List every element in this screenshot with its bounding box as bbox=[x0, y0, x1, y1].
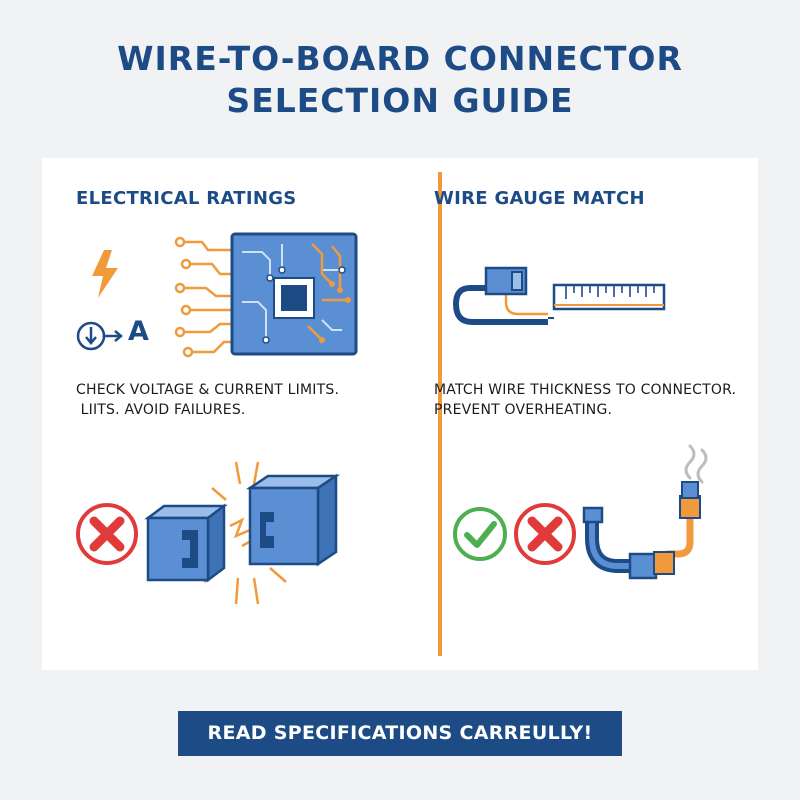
lightning-bolt-icon bbox=[92, 250, 118, 298]
broken-connector-icon bbox=[144, 461, 341, 605]
electrical-ratings-text: CHECK VOLTAGE & CURRENT LIMITS. LIITS. A… bbox=[76, 380, 339, 420]
electrical-ratings-text-line-2: LIITS. AVOID FAILURES. bbox=[76, 402, 246, 418]
guide-card: ELECTRICAL RATINGS A bbox=[42, 158, 758, 670]
check-icon bbox=[453, 507, 507, 561]
read-specifications-banner: READ SPECIFICATIONS CARREULLY! bbox=[178, 711, 622, 756]
circuit-board-icon bbox=[174, 232, 358, 358]
title-line-1: WIRE-TO-BOARD CONNECTOR bbox=[117, 39, 683, 78]
current-meter-icon bbox=[76, 321, 123, 351]
error-x-icon bbox=[514, 503, 576, 565]
page-title: WIRE-TO-BOARD CONNECTOR SELECTION GUIDE bbox=[0, 38, 800, 122]
electrical-ratings-text-line-1: CHECK VOLTAGE & CURRENT LIMITS. bbox=[76, 382, 340, 398]
error-x-icon bbox=[76, 503, 138, 565]
electrical-ratings-heading: ELECTRICAL RATINGS bbox=[76, 188, 297, 209]
ruler-icon bbox=[552, 283, 666, 311]
overheating-cable-icon bbox=[582, 444, 708, 580]
wire-gauge-text-line-2: PREVENT OVERHEATING. bbox=[434, 402, 613, 418]
wire-gauge-heading: WIRE GAUGE MATCH bbox=[434, 188, 645, 209]
wire-gauge-text: MATCH WIRE THICKNESS TO CONNECTOR. PREVE… bbox=[434, 380, 736, 420]
wire-gauge-text-line-1: MATCH WIRE THICKNESS TO CONNECTOR. bbox=[434, 382, 737, 398]
title-line-2: SELECTION GUIDE bbox=[226, 81, 574, 120]
ampere-symbol: A bbox=[128, 316, 149, 347]
panel-divider bbox=[438, 172, 442, 656]
wire-connector-icon bbox=[452, 266, 554, 325]
